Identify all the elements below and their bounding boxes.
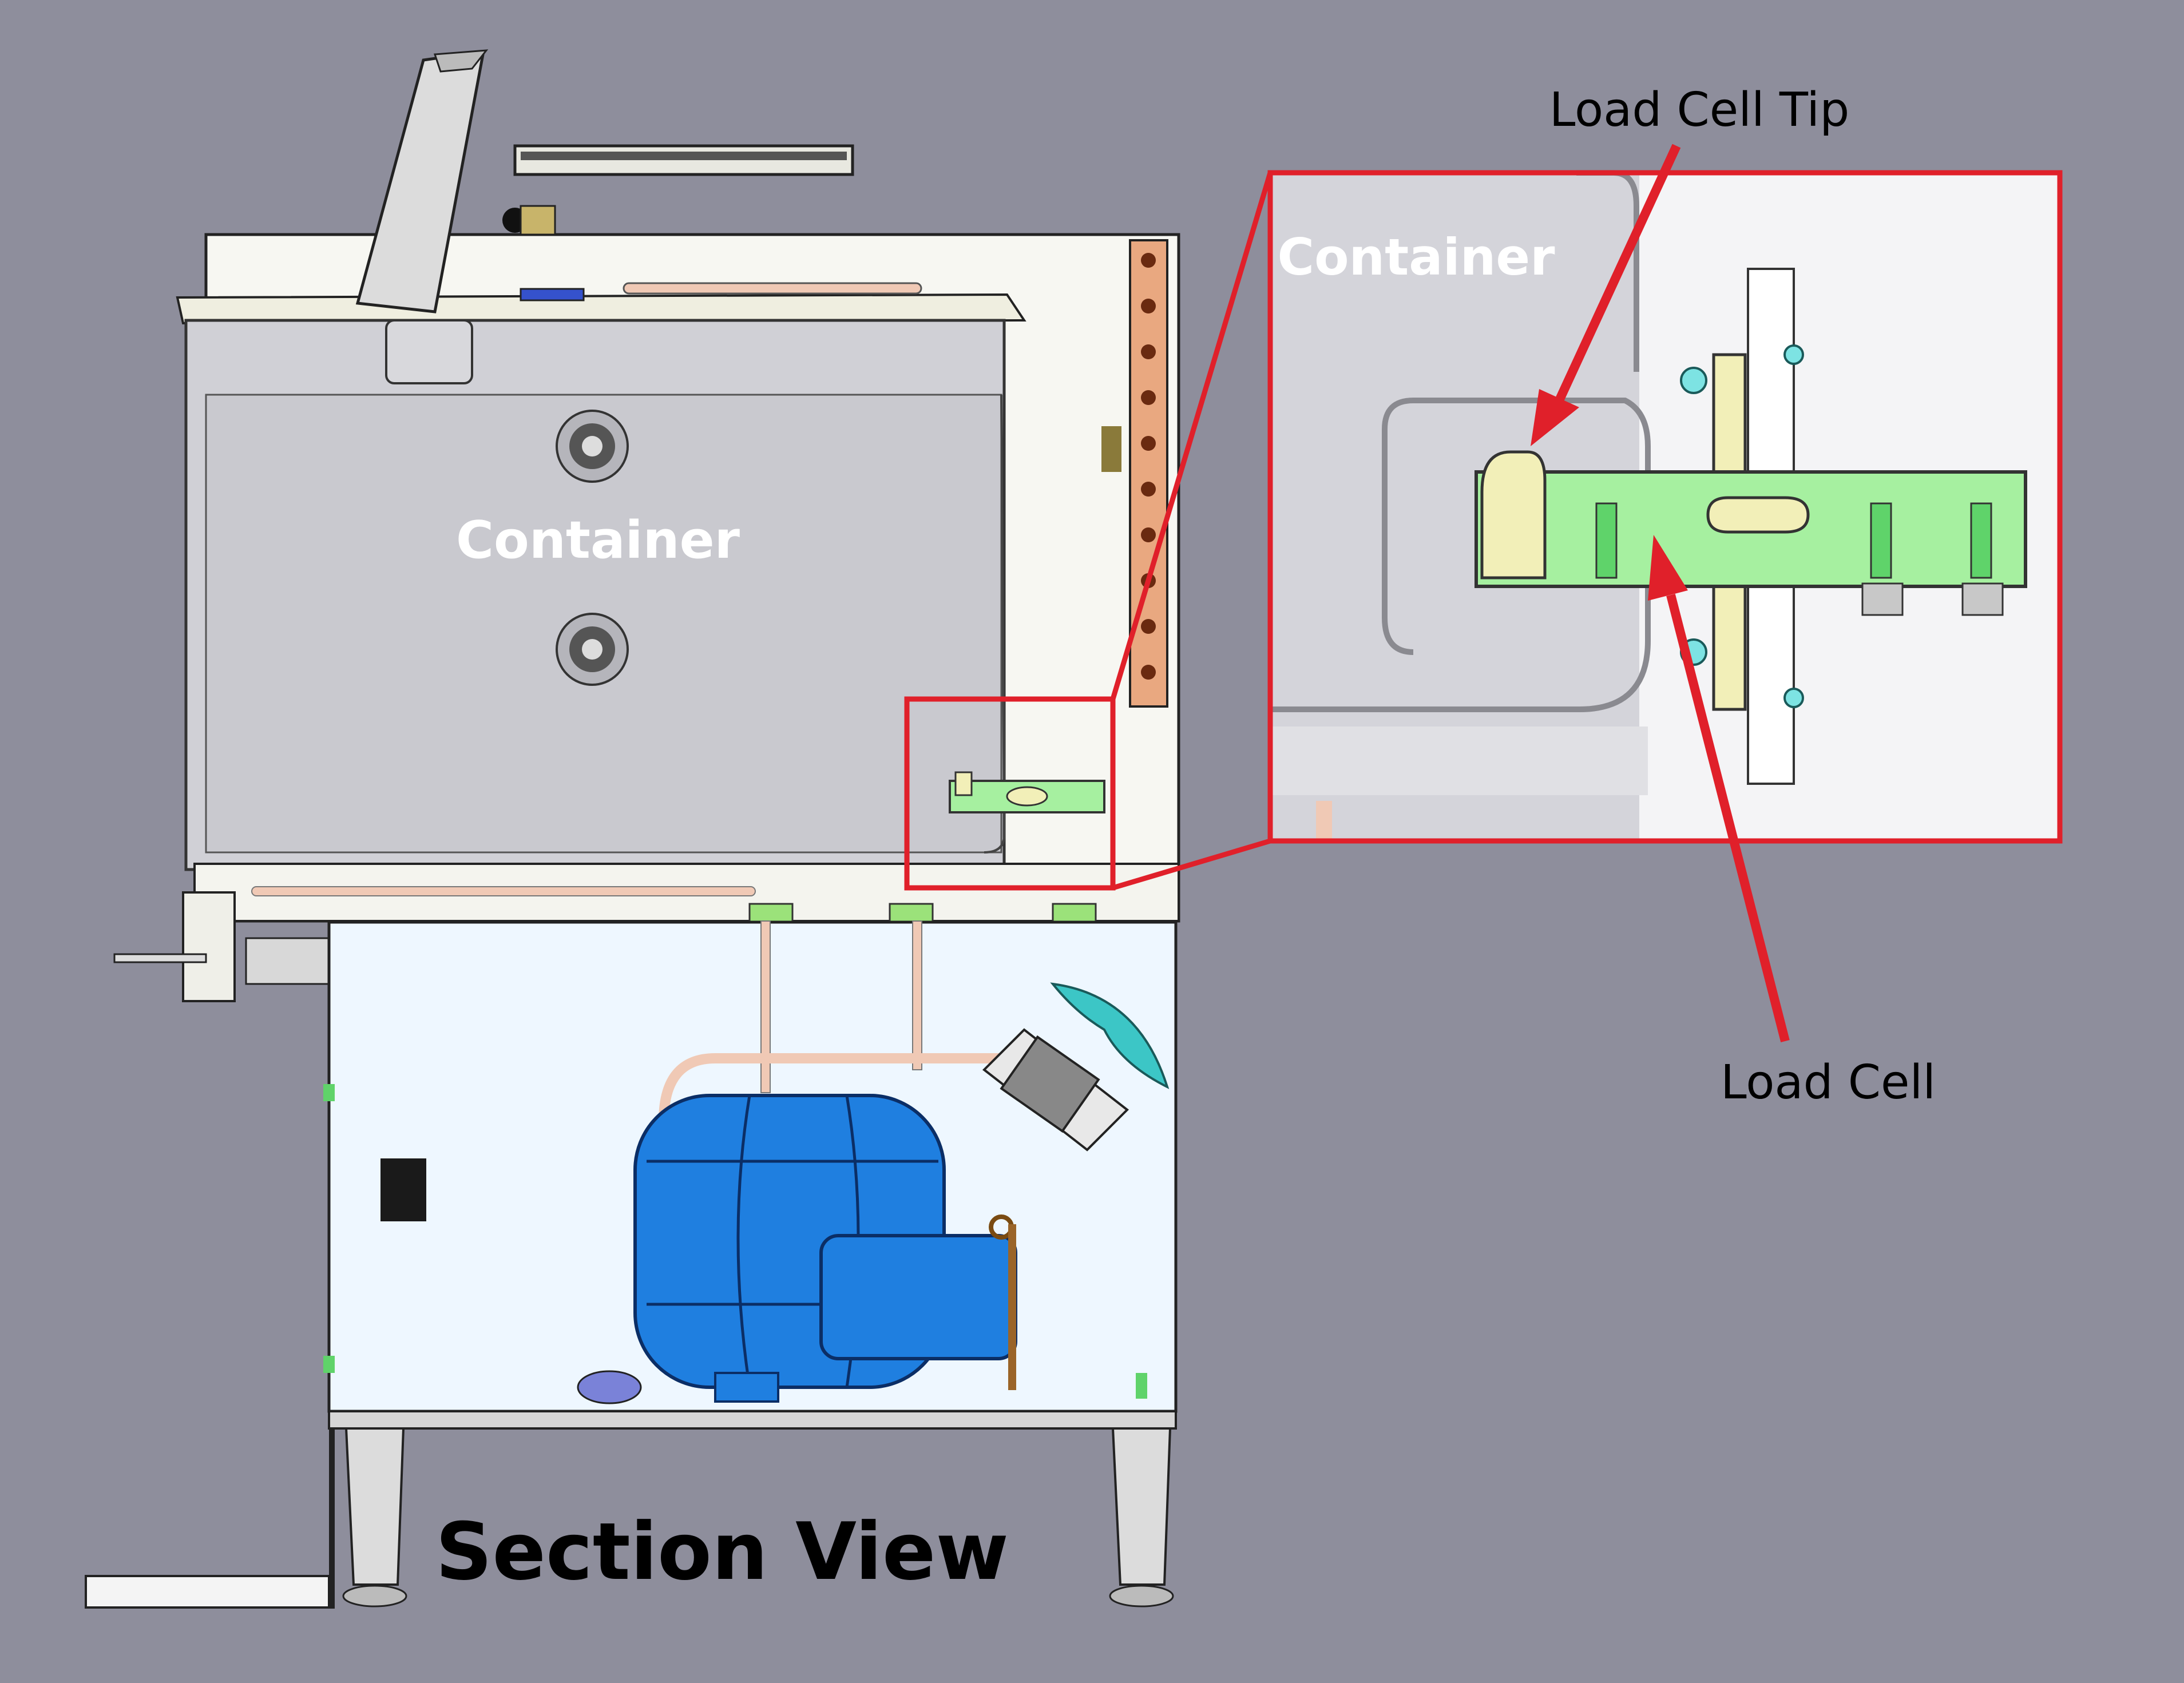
latch-clip <box>520 288 585 301</box>
drip-tray <box>85 1575 330 1609</box>
load-cell-small-tip <box>954 771 973 796</box>
inset-load-cell-slot <box>1706 496 1810 534</box>
tube-2 <box>912 920 922 1070</box>
side-fitting <box>1101 426 1121 472</box>
capillary-tube <box>1008 1224 1016 1390</box>
base-plate <box>328 1410 1177 1430</box>
inset-load-cell-clips <box>1861 582 2004 616</box>
side-clip-3 <box>1136 1373 1147 1399</box>
container-edge <box>984 394 1006 854</box>
connector-line-top <box>1110 172 1273 700</box>
detail-inset: Container <box>1270 170 2060 841</box>
inset-base <box>1270 727 1648 795</box>
shelf-tube <box>251 886 756 896</box>
dispense-spout <box>113 953 207 963</box>
condenser-fan <box>982 982 1170 1152</box>
leg-right <box>1109 1427 1174 1607</box>
leg-left <box>342 1427 407 1607</box>
tube-1 <box>760 920 771 1093</box>
green-feet <box>748 903 1097 923</box>
section-view-title: Section View <box>435 1506 1009 1598</box>
top-handle-detail <box>521 152 847 160</box>
inset-container-label: Container <box>1277 228 1555 287</box>
load-cell-tip-arrow <box>1531 144 1681 446</box>
lower-port <box>556 613 629 686</box>
side-clip-1 <box>323 1084 335 1101</box>
tube-3 <box>659 1053 1024 1122</box>
connector-line-bottom <box>1112 838 1271 891</box>
tray-post <box>329 1428 335 1609</box>
inset-load-cell-pins <box>1595 502 1992 579</box>
load-cell-arrow <box>1648 535 1790 1042</box>
detail-highlight-box <box>904 696 1116 891</box>
latch-body <box>520 205 556 236</box>
top-tube <box>623 282 922 295</box>
upper-port <box>556 410 629 483</box>
power-switch <box>380 1158 426 1221</box>
container-handle <box>385 319 473 384</box>
inset-container-wall <box>1270 398 1651 712</box>
machine-drawing: Container <box>85 49 1180 1609</box>
load-cell-label: Load Cell <box>1721 1055 1936 1110</box>
load-cell-tip-label: Load Cell Tip <box>1549 83 1850 137</box>
side-clip-2 <box>323 1356 335 1373</box>
front-panel <box>182 891 236 1002</box>
load-cell-small-slot <box>1006 786 1048 807</box>
inset-tube-stub <box>1316 801 1332 841</box>
container-label: Container <box>456 510 740 570</box>
inset-load-cell-tip <box>1480 450 1547 579</box>
compressor <box>577 1094 1017 1404</box>
lid-handle <box>433 49 489 73</box>
